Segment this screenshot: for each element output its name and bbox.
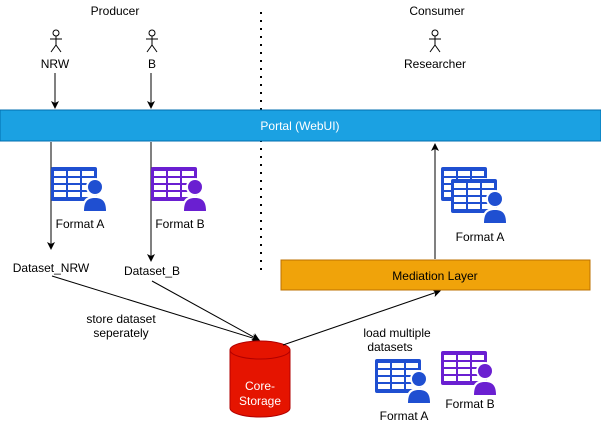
spreadsheet-user-icon (51, 167, 108, 211)
producer-lane-title: Producer (91, 4, 140, 18)
mediation-layer-box (280, 259, 591, 291)
actor-nrw: NRW (41, 29, 70, 71)
consumer-format-a-label: Format A (456, 230, 505, 244)
storage-format-b: Format B (441, 351, 498, 411)
core-storage-label-line1: Core- (245, 379, 275, 393)
producer-format-a: Format A (51, 167, 108, 231)
consumer-lane-title: Consumer (409, 4, 464, 18)
producer-format-b: Format B (151, 167, 208, 231)
arrow-dataset-b-to-storage (151, 280, 260, 341)
core-storage: Core- Storage (229, 340, 291, 418)
core-storage-body (229, 340, 291, 418)
storage-format-b-label: Format B (445, 397, 494, 411)
spreadsheet-user-icon (441, 351, 498, 395)
actor-researcher-label: Researcher (404, 57, 466, 71)
actor-b-icon (145, 29, 159, 53)
spreadsheet-user-icon (151, 167, 208, 211)
mediation-layer: Mediation Layer (280, 259, 591, 291)
arrow-dataset-nrw-to-storage (51, 275, 260, 342)
spreadsheet-user-icon (451, 179, 508, 223)
producer-format-a-label: Format A (56, 217, 105, 231)
load-edge-label-line2: datasets (367, 340, 412, 354)
actor-b-label: B (148, 57, 156, 71)
storage-format-a-label: Format A (380, 409, 429, 423)
store-edge-label-line2: seperately (93, 326, 148, 340)
core-storage-label-line2: Storage (239, 394, 281, 408)
actor-researcher: Researcher (404, 29, 466, 71)
spreadsheet-user-icon (375, 359, 432, 403)
producer-format-b-label: Format B (155, 217, 204, 231)
dataset-nrw-label: Dataset_NRW (13, 261, 90, 275)
actor-nrw-label: NRW (41, 57, 70, 71)
actor-b: B (145, 29, 159, 71)
store-edge-label-line1: store dataset (86, 312, 156, 326)
storage-format-a: Format A (375, 359, 432, 423)
portal-bar-label: Portal (WebUI) (260, 119, 339, 133)
consumer-format-a: Format A (441, 167, 508, 244)
actor-researcher-icon (428, 29, 442, 53)
mediation-layer-label: Mediation Layer (392, 269, 477, 283)
dataset-b-label: Dataset_B (124, 264, 180, 278)
load-edge-label-line1: load multiple (363, 326, 431, 340)
portal-bar-box (0, 109, 601, 142)
actor-nrw-icon (49, 29, 63, 53)
core-storage-rim (229, 349, 291, 360)
arrow-storage-to-mediation (282, 289, 441, 346)
portal-bar: Portal (WebUI) (0, 109, 601, 142)
